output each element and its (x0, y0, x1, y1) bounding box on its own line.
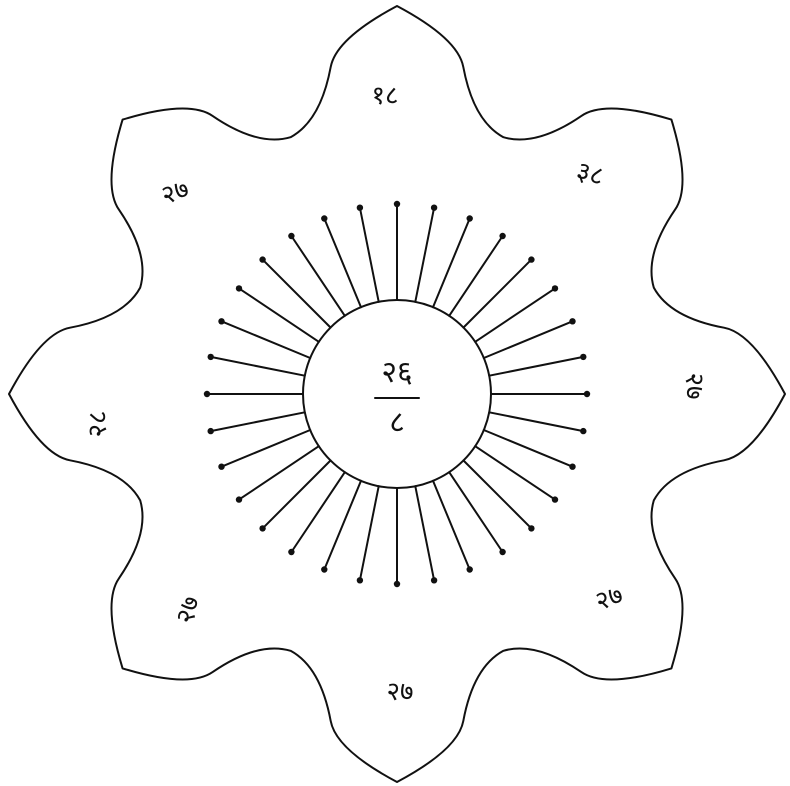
petal-label-left: २८ (83, 410, 113, 437)
ray-dot (528, 525, 534, 531)
ray-dot (204, 391, 210, 397)
ray-dot (288, 549, 294, 555)
ray-dot (208, 354, 214, 360)
ray-dot (357, 577, 363, 583)
ray-dot (394, 581, 400, 587)
ray-line (415, 208, 434, 302)
ray-dot (580, 354, 586, 360)
petal-label-bottom: २७ (386, 677, 413, 707)
rays-group (204, 201, 590, 587)
lotus-outline (9, 6, 785, 782)
ray-dot (499, 233, 505, 239)
petal-label-top-right: ३८ (573, 156, 607, 192)
ray-dot (218, 464, 224, 470)
ray-line (211, 412, 305, 431)
ray-dot (467, 215, 473, 221)
ray-dot (584, 391, 590, 397)
ray-line (360, 486, 379, 580)
ray-dot (357, 205, 363, 211)
ray-dot (499, 549, 505, 555)
ray-dot (569, 318, 575, 324)
petal-label-top: १८ (371, 81, 398, 111)
ray-dot (236, 496, 242, 502)
ray-line (464, 260, 532, 328)
ray-dot (259, 525, 265, 531)
center-circle (303, 300, 491, 488)
ray-dot (552, 496, 558, 502)
ray-dot (208, 428, 214, 434)
ray-dot (552, 285, 558, 291)
center-denominator: ८ (389, 405, 405, 440)
ray-line (211, 357, 305, 376)
ray-line (263, 260, 331, 328)
ray-line (464, 461, 532, 529)
ray-dot (236, 285, 242, 291)
ray-dot (288, 233, 294, 239)
ray-dot (321, 215, 327, 221)
ray-dot (569, 464, 575, 470)
ray-line (263, 461, 331, 529)
ray-dot (467, 566, 473, 572)
ray-line (489, 412, 583, 431)
petal-label-top-left: २७ (157, 174, 193, 211)
ray-dot (580, 428, 586, 434)
ray-dot (218, 318, 224, 324)
petal-label-right: २७ (679, 372, 709, 399)
ray-line (489, 357, 583, 376)
center-numerator: २६ (381, 355, 412, 390)
petal-label-bottom-left: २७ (170, 593, 206, 627)
ray-line (360, 208, 379, 302)
petal-label-bottom-right: २७ (591, 580, 627, 617)
ray-line (415, 486, 434, 580)
ray-dot (259, 256, 265, 262)
ray-dot (321, 566, 327, 572)
ray-dot (528, 256, 534, 262)
ray-dot (431, 577, 437, 583)
ray-dot (394, 201, 400, 207)
ray-dot (431, 205, 437, 211)
